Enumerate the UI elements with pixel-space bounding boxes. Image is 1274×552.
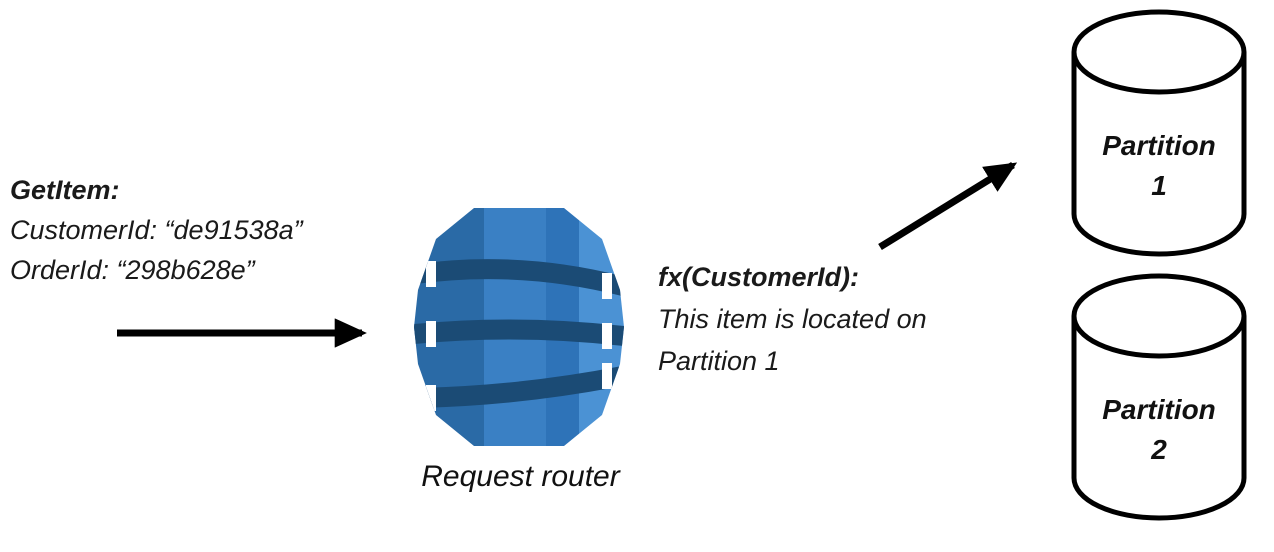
lookup-text-block: fx(CustomerId): This item is located on … [658, 256, 927, 382]
request-customer-id: CustomerId: “de91538a” [10, 215, 303, 245]
request-order-id: OrderId: “298b628e” [10, 255, 255, 285]
lookup-result-line2: Partition 1 [658, 346, 780, 376]
partition-number: 1 [1151, 170, 1167, 201]
dynamodb-icon [414, 208, 624, 446]
partition-name: Partition [1102, 394, 1216, 425]
request-operation-title: GetItem: [10, 175, 120, 205]
partition-label: Partition 1 [1071, 126, 1247, 206]
partition-label: Partition 2 [1071, 390, 1247, 470]
lookup-function-title: fx(CustomerId): [658, 262, 859, 292]
lookup-result-line1: This item is located on [658, 304, 927, 334]
cylinder-shape [1071, 9, 1247, 257]
partition-number: 2 [1151, 434, 1167, 465]
partition-1-cylinder: Partition 1 [1071, 8, 1247, 258]
request-text-block: GetItem: CustomerId: “de91538a” OrderId:… [10, 170, 303, 290]
partition-2-cylinder: Partition 2 [1071, 272, 1247, 522]
routing-arrow [878, 162, 1018, 250]
partition-name: Partition [1102, 130, 1216, 161]
router-label: Request router [421, 460, 620, 493]
cylinder-shape [1071, 273, 1247, 521]
